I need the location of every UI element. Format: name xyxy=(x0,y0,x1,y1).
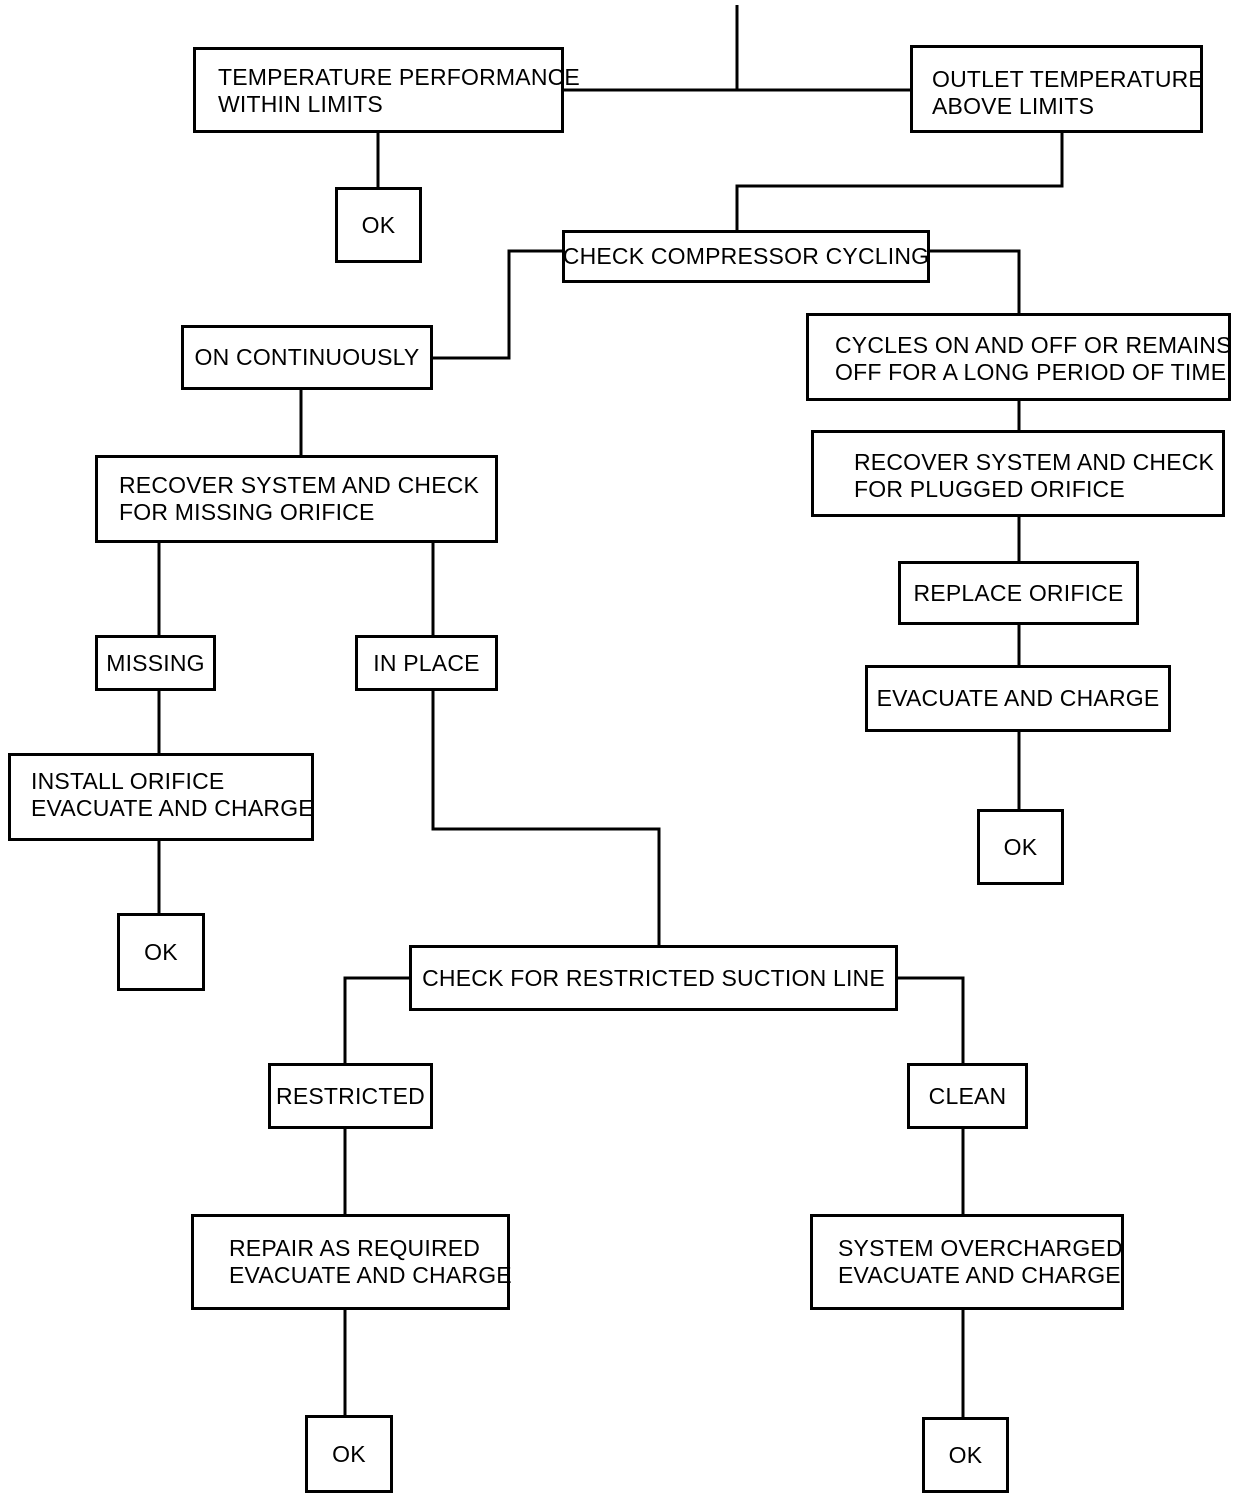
ok-bottom-right-label: OK xyxy=(948,1441,983,1468)
on-continuously-box: ON CONTINUOUSLY xyxy=(181,325,433,390)
overcharged-box: SYSTEM OVERCHARGED EVACUATE AND CHARGE xyxy=(810,1214,1124,1310)
evacuate-charge-box: EVACUATE AND CHARGE xyxy=(865,665,1171,732)
ok-right-box: OK xyxy=(977,809,1064,885)
check-cycling-label: CHECK COMPRESSOR CYCLING xyxy=(562,243,930,269)
ok-bottom-left-box: OK xyxy=(305,1415,393,1493)
cycles-on-off-line-2: OFF FOR A LONG PERIOD OF TIME xyxy=(835,359,1227,385)
connector-suction-to-restricted xyxy=(343,976,410,1064)
ok-bottom-right-box: OK xyxy=(922,1417,1009,1493)
missing-label: MISSING xyxy=(106,649,205,676)
overcharged-line-2: EVACUATE AND CHARGE xyxy=(838,1262,1121,1288)
in-place-label: IN PLACE xyxy=(373,649,480,676)
install-orifice-line-2: EVACUATE AND CHARGE xyxy=(31,795,314,821)
recover-plugged-line-2: FOR PLUGGED ORIFICE xyxy=(854,476,1125,502)
missing-box: MISSING xyxy=(95,635,216,691)
repair-line-2: EVACUATE AND CHARGE xyxy=(229,1262,512,1288)
recover-plugged-box: RECOVER SYSTEM AND CHECK FOR PLUGGED ORI… xyxy=(811,430,1225,517)
above-limits-line-1: OUTLET TEMPERATURE xyxy=(932,66,1204,92)
above-limits-box: OUTLET TEMPERATURE ABOVE LIMITS xyxy=(910,45,1204,133)
above-limits-line-2: ABOVE LIMITS xyxy=(932,93,1095,119)
connector-cycling-to-continuous xyxy=(433,249,562,360)
connector-inplace-to-suction xyxy=(431,690,661,946)
ok-bottom-left-label: OK xyxy=(332,1440,366,1467)
recover-plugged-line-1: RECOVER SYSTEM AND CHECK xyxy=(854,449,1215,475)
overcharged-line-1: SYSTEM OVERCHARGED xyxy=(838,1235,1123,1261)
on-continuously-label: ON CONTINUOUSLY xyxy=(194,344,420,370)
connector-suction-to-clean xyxy=(897,976,965,1064)
cycles-on-off-box: CYCLES ON AND OFF OR REMAINS OFF FOR A L… xyxy=(806,313,1231,401)
ok-left-label: OK xyxy=(144,938,178,965)
connector-cycling-to-cycles xyxy=(930,249,1021,314)
cycles-on-off-line-1: CYCLES ON AND OFF OR REMAINS xyxy=(835,332,1232,358)
repair-line-1: REPAIR AS REQUIRED xyxy=(229,1235,481,1261)
check-suction-box: CHECK FOR RESTRICTED SUCTION LINE xyxy=(409,945,898,1011)
ok-top-label: OK xyxy=(361,211,396,238)
install-orifice-line-1: INSTALL ORIFICE xyxy=(31,768,225,794)
check-suction-label: CHECK FOR RESTRICTED SUCTION LINE xyxy=(422,964,885,991)
install-orifice-box: INSTALL ORIFICE EVACUATE AND CHARGE xyxy=(8,753,314,841)
within-limits-line-1: TEMPERATURE PERFORMANCE xyxy=(218,64,580,90)
recover-missing-line-1: RECOVER SYSTEM AND CHECK xyxy=(119,472,480,498)
replace-orifice-box: REPLACE ORIFICE xyxy=(898,561,1139,625)
in-place-box: IN PLACE xyxy=(355,635,498,691)
check-cycling-box: CHECK COMPRESSOR CYCLING xyxy=(562,230,930,283)
clean-label: CLEAN xyxy=(928,1082,1007,1109)
clean-box: CLEAN xyxy=(907,1063,1028,1129)
recover-missing-line-2: FOR MISSING ORIFICE xyxy=(119,499,375,525)
restricted-box: RESTRICTED xyxy=(268,1063,433,1129)
within-limits-box: TEMPERATURE PERFORMANCE WITHIN LIMITS xyxy=(193,47,580,133)
replace-orifice-label: REPLACE ORIFICE xyxy=(913,579,1124,606)
ok-left-box: OK xyxy=(117,913,205,991)
within-limits-line-2: WITHIN LIMITS xyxy=(218,91,383,117)
ok-right-label: OK xyxy=(1003,833,1038,860)
connector-above-to-cycling xyxy=(735,133,1064,231)
repair-box: REPAIR AS REQUIRED EVACUATE AND CHARGE xyxy=(191,1214,512,1310)
recover-missing-box: RECOVER SYSTEM AND CHECK FOR MISSING ORI… xyxy=(95,455,498,543)
evacuate-charge-label: EVACUATE AND CHARGE xyxy=(876,685,1160,711)
restricted-label: RESTRICTED xyxy=(276,1082,425,1109)
ok-top-box: OK xyxy=(335,187,422,263)
